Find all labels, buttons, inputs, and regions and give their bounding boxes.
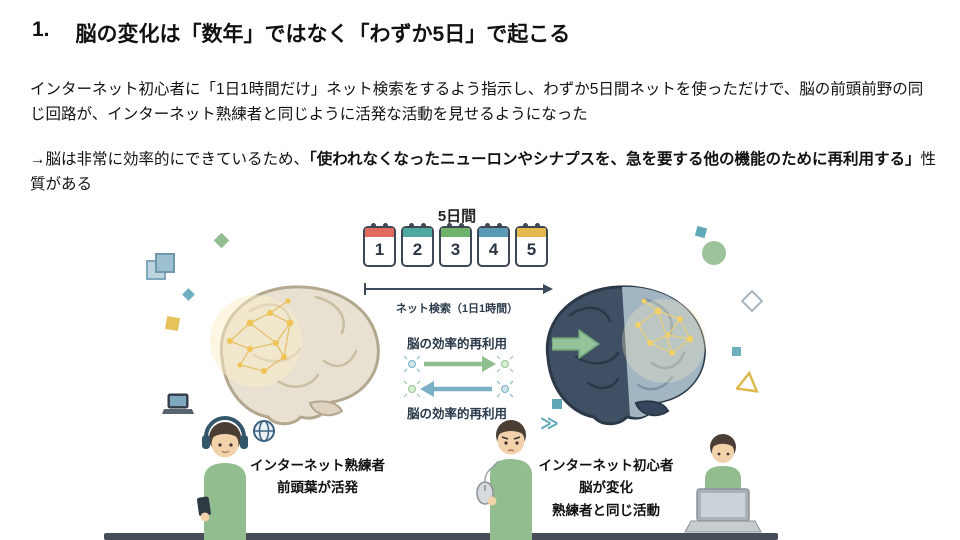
triangle-outline-icon bbox=[736, 371, 759, 393]
green-circle-icon bbox=[702, 241, 726, 265]
novice-caption-line2: 脳が変化 bbox=[579, 480, 633, 496]
novice-person-illustration bbox=[476, 420, 532, 540]
duration-label: 5日間 bbox=[437, 208, 477, 225]
paragraph-study-result: インターネット初心者に「1日1時間だけ」ネット検索をするよう指示し、わずか5日間… bbox=[30, 81, 924, 123]
paragraph-conclusion: →脳は非常に効率的にできているため、「使われなくなったニューロンやシナプスを、急… bbox=[30, 148, 938, 198]
calendar-header bbox=[479, 228, 508, 237]
small-teal-square-icon bbox=[732, 347, 741, 356]
calendar-day-number: 1 bbox=[374, 240, 385, 259]
change-arrow-icon bbox=[552, 329, 601, 359]
yellow-square-icon bbox=[164, 315, 181, 332]
expert-brain-illustration bbox=[210, 285, 380, 426]
laptop-person-illustration bbox=[684, 434, 762, 533]
reuse-label-bottom: 脳の効率的再利用 bbox=[406, 407, 507, 421]
calendar-day-2: 2 bbox=[401, 223, 434, 267]
calendar-day-number: 3 bbox=[450, 240, 461, 259]
calendar-ring-icon bbox=[383, 223, 388, 228]
diamond-outline-icon bbox=[740, 289, 764, 313]
reuse-label-top: 脳の効率的再利用 bbox=[406, 337, 507, 351]
novice-brain-illustration bbox=[545, 285, 706, 426]
double-chevron-icon: ≫ bbox=[540, 413, 559, 433]
teal-square2-icon bbox=[552, 399, 562, 409]
calendar-ring-icon bbox=[535, 223, 540, 228]
neuron-exchange-arrows-icon bbox=[403, 355, 514, 398]
title-text: 脳の変化は「数年」ではなく「わずか5日」で起こる bbox=[75, 23, 571, 46]
calendar-header bbox=[403, 228, 432, 237]
paragraph-conclusion-bold: 「使われなくなったニューロンやシナプスを、急を要する他の機能のために再利用する」 bbox=[309, 151, 921, 168]
calendar-ring-icon bbox=[485, 223, 490, 228]
calendar-ring-icon bbox=[421, 223, 426, 228]
expert-caption: インターネット熟練者 前頭葉が活発 bbox=[230, 455, 405, 500]
calendar-day-3: 3 bbox=[439, 223, 472, 267]
calendar-day-number: 4 bbox=[488, 240, 499, 259]
square-front-icon bbox=[155, 253, 175, 273]
laptop-icon bbox=[162, 393, 194, 414]
calendar-day-number: 5 bbox=[526, 240, 537, 259]
novice-caption-line1: インターネット初心者 bbox=[538, 458, 674, 473]
expert-caption-line1: インターネット熟練者 bbox=[250, 458, 385, 473]
expert-caption-line2: 前頭葉が活発 bbox=[277, 480, 358, 496]
calendar-ring-icon bbox=[371, 223, 376, 228]
stacked-squares-icon bbox=[146, 253, 178, 285]
calendar-ring-icon bbox=[497, 223, 502, 228]
calendar-header bbox=[517, 228, 546, 237]
calendar-header bbox=[365, 228, 394, 237]
novice-caption-line3: 熟練者と同じ活動 bbox=[552, 502, 660, 518]
expert-person-illustration bbox=[196, 416, 248, 540]
calendar-day-number: 2 bbox=[412, 240, 423, 259]
teal-square-icon bbox=[694, 225, 708, 239]
search-arrow-label: ネット検索（1日1時間） bbox=[395, 303, 519, 315]
globe-icon bbox=[253, 420, 275, 442]
brain-illustration: ≫ 5日間 1 2 3 4 bbox=[100, 205, 782, 540]
green-diamond-icon bbox=[213, 232, 230, 249]
title-number: 1. bbox=[32, 18, 50, 41]
paragraph-conclusion-prefix: →脳は非常に効率的にできているため、 bbox=[30, 151, 310, 168]
paragraph-conclusion-suffix: 性質がある bbox=[30, 151, 937, 193]
calendar-day-5: 5 bbox=[515, 223, 548, 267]
calendar-ring-icon bbox=[459, 223, 464, 228]
novice-caption: インターネット初心者 脳が変化 熟練者と同じ活動 bbox=[526, 455, 686, 522]
timeline-arrow-icon bbox=[364, 283, 553, 295]
calendar-header bbox=[441, 228, 470, 237]
page-title: 1. 脳の変化は「数年」ではなく「わずか5日」で起こる bbox=[32, 18, 570, 48]
calendar-ring-icon bbox=[409, 223, 414, 228]
calendar-ring-icon bbox=[523, 223, 528, 228]
floor-strip bbox=[104, 533, 778, 540]
calendar-day-4: 4 bbox=[477, 223, 510, 267]
calendar-day-1: 1 bbox=[363, 223, 396, 267]
calendar-row: 1 2 3 4 5 bbox=[363, 223, 548, 267]
calendar-ring-icon bbox=[447, 223, 452, 228]
